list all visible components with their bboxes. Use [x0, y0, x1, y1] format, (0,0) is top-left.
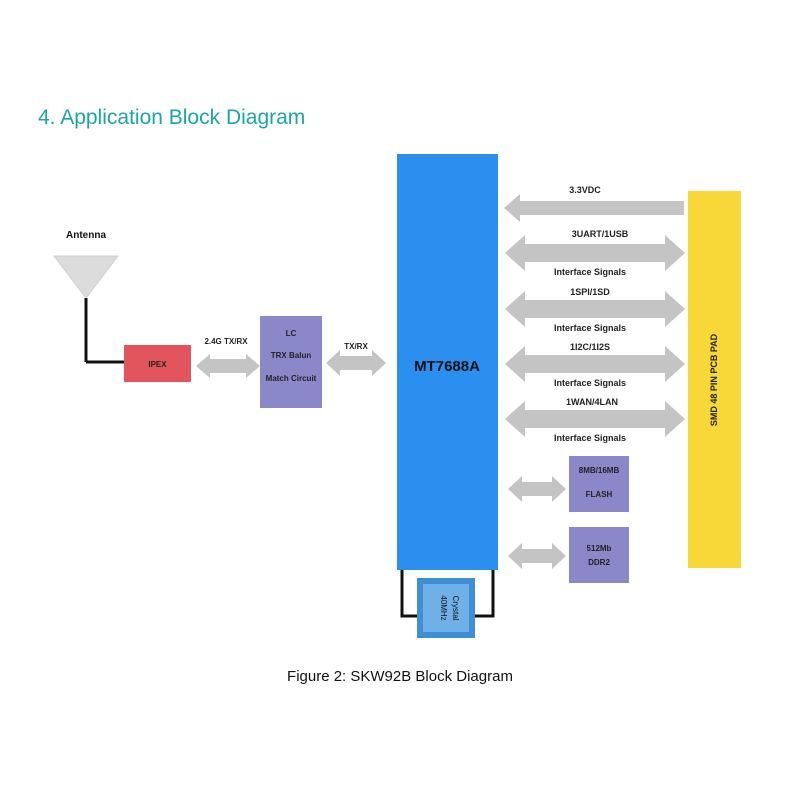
power-label: 3.3VDC [569, 185, 601, 195]
flash-arrow [508, 476, 566, 502]
bus-arrow-uart-usb [505, 235, 685, 271]
match-circuit-label: Match Circuit [266, 374, 317, 383]
antenna-icon [52, 255, 126, 364]
soc-label: MT7688A [414, 358, 480, 375]
bus-wan-lan-label: 1WAN/4LAN [566, 397, 618, 407]
interface-signals-label: Interface Signals [554, 433, 626, 443]
flash-block [569, 456, 629, 512]
bus-arrow-spi-sd [505, 291, 685, 327]
antenna-label: Antenna [66, 230, 106, 241]
ddr-block [569, 527, 629, 583]
interface-signals-label: Interface Signals [554, 267, 626, 277]
interface-signals-label: Interface Signals [554, 323, 626, 333]
rf-arrow [196, 354, 260, 378]
flash-label: FLASH [586, 490, 613, 499]
bus-arrow-i2c-i2s [505, 346, 685, 382]
bus-spi-sd-label: 1SPI/1SD [570, 287, 610, 297]
flash-size-label: 8MB/16MB [579, 466, 620, 475]
bus-arrow-wan-lan [505, 401, 685, 437]
figure-caption: Figure 2: SKW92B Block Diagram [287, 668, 513, 685]
power-arrow [504, 194, 684, 222]
lc-match-block [260, 316, 322, 408]
crystal-component: 40MHz Crystal [417, 578, 475, 638]
pcb-pad-label: SMD 48 PIN PCB PAD [709, 333, 719, 426]
crystal-freq-label: 40MHz [439, 595, 448, 620]
ddr-label: DDR2 [588, 558, 610, 567]
trx-balun-label: TRX Balun [271, 351, 312, 360]
ddr-size-label: 512Mb [587, 544, 612, 553]
interface-signals-label: Interface Signals [554, 378, 626, 388]
lc-label: LC [286, 329, 297, 338]
section-heading: 4. Application Block Diagram [38, 106, 306, 129]
rf-tx-rx-label: 2.4G TX/RX [204, 337, 248, 346]
pcb-pad-block [688, 191, 741, 568]
ipex-label: IPEX [148, 360, 167, 369]
tx-rx-label: TX/RX [344, 342, 368, 351]
txrx-arrow [326, 350, 386, 376]
ddr-arrow [508, 543, 566, 569]
crystal-label: Crystal [451, 596, 460, 621]
bus-i2c-i2s-label: 1I2C/1I2S [570, 342, 610, 352]
soc-block [397, 154, 498, 570]
ipex-block [124, 345, 191, 382]
bus-uart-usb-label: 3UART/1USB [572, 229, 629, 239]
